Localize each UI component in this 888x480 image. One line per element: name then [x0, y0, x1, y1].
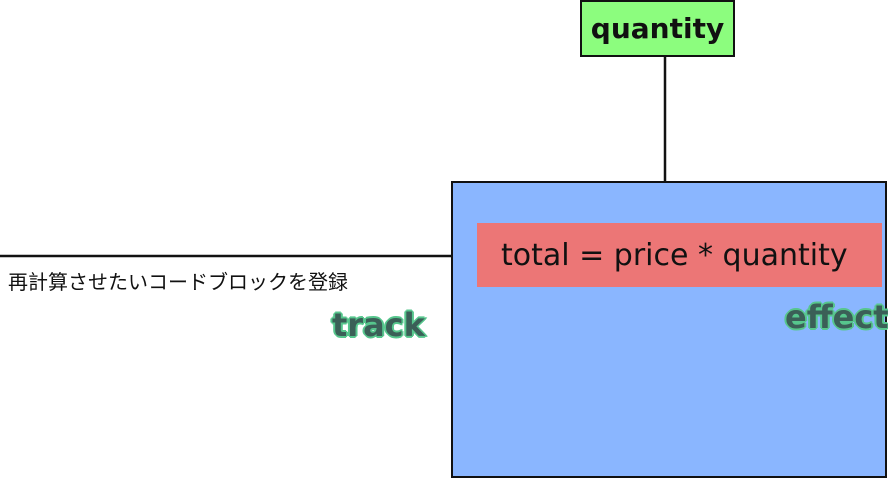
code-text: total = price * quantity [501, 237, 848, 273]
effect-label: effect [784, 297, 888, 337]
track-label: track [331, 305, 426, 345]
quantity-label: quantity [590, 12, 725, 45]
code-block: total = price * quantity [477, 223, 882, 287]
arrow-caption: 再計算させたいコードブロックを登録 [8, 270, 348, 294]
quantity-node: quantity [580, 0, 735, 57]
